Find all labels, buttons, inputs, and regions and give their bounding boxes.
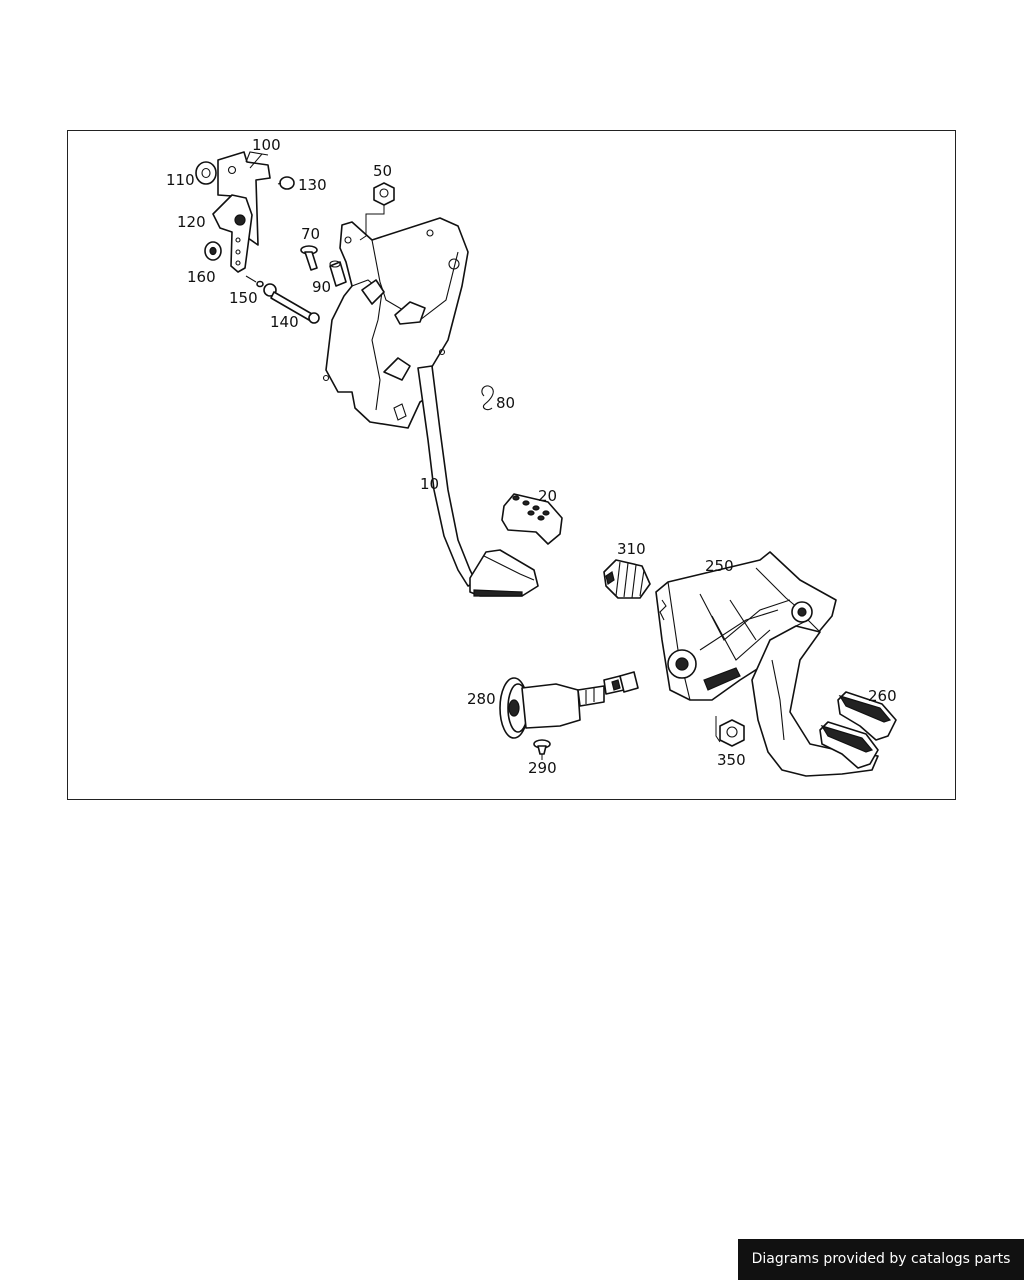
callout-50: 50 <box>373 162 392 180</box>
leader-350 <box>715 716 721 743</box>
leader-100 <box>249 153 263 169</box>
callout-150: 150 <box>229 289 258 307</box>
callout-140: 140 <box>270 313 299 331</box>
pedal-pad-260 <box>819 691 897 769</box>
credit-badge: Diagrams provided by catalogs parts <box>738 1239 1024 1280</box>
leader-50 <box>359 205 385 241</box>
sleeve-90 <box>329 260 347 287</box>
callout-90: 90 <box>312 278 331 296</box>
callout-310: 310 <box>617 540 646 558</box>
washer-110 <box>195 161 217 185</box>
callout-100: 100 <box>252 136 281 154</box>
clutch-pedal-arm <box>751 619 879 777</box>
bolt-70 <box>300 245 318 271</box>
callout-10: 10 <box>420 475 439 493</box>
callout-280: 280 <box>467 690 496 708</box>
bushing-160 <box>204 241 222 261</box>
screw-290 <box>533 739 551 755</box>
pedal-sensor-280 <box>499 671 639 739</box>
callout-350: 350 <box>717 751 746 769</box>
pedal-bracket <box>322 217 469 429</box>
callout-80: 80 <box>496 394 515 412</box>
screw-130 <box>277 176 295 190</box>
callout-20: 20 <box>538 487 557 505</box>
spring-310 <box>603 559 651 599</box>
callout-110: 110 <box>166 171 195 189</box>
nut-350 <box>719 719 745 747</box>
clutch-bracket-250 <box>655 551 837 701</box>
callout-250: 250 <box>705 557 734 575</box>
callout-160: 160 <box>187 268 216 286</box>
brake-pedal-10 <box>417 365 539 597</box>
callout-260: 260 <box>868 687 897 705</box>
pedal-pad-20 <box>501 493 563 545</box>
sensor-lever-120 <box>212 194 253 273</box>
nut-50 <box>373 182 395 206</box>
callout-70: 70 <box>301 225 320 243</box>
callout-120: 120 <box>177 213 206 231</box>
clip-80 <box>481 385 494 411</box>
callout-130: 130 <box>298 176 327 194</box>
callout-290: 290 <box>528 759 557 777</box>
shaft-140 <box>270 291 320 324</box>
